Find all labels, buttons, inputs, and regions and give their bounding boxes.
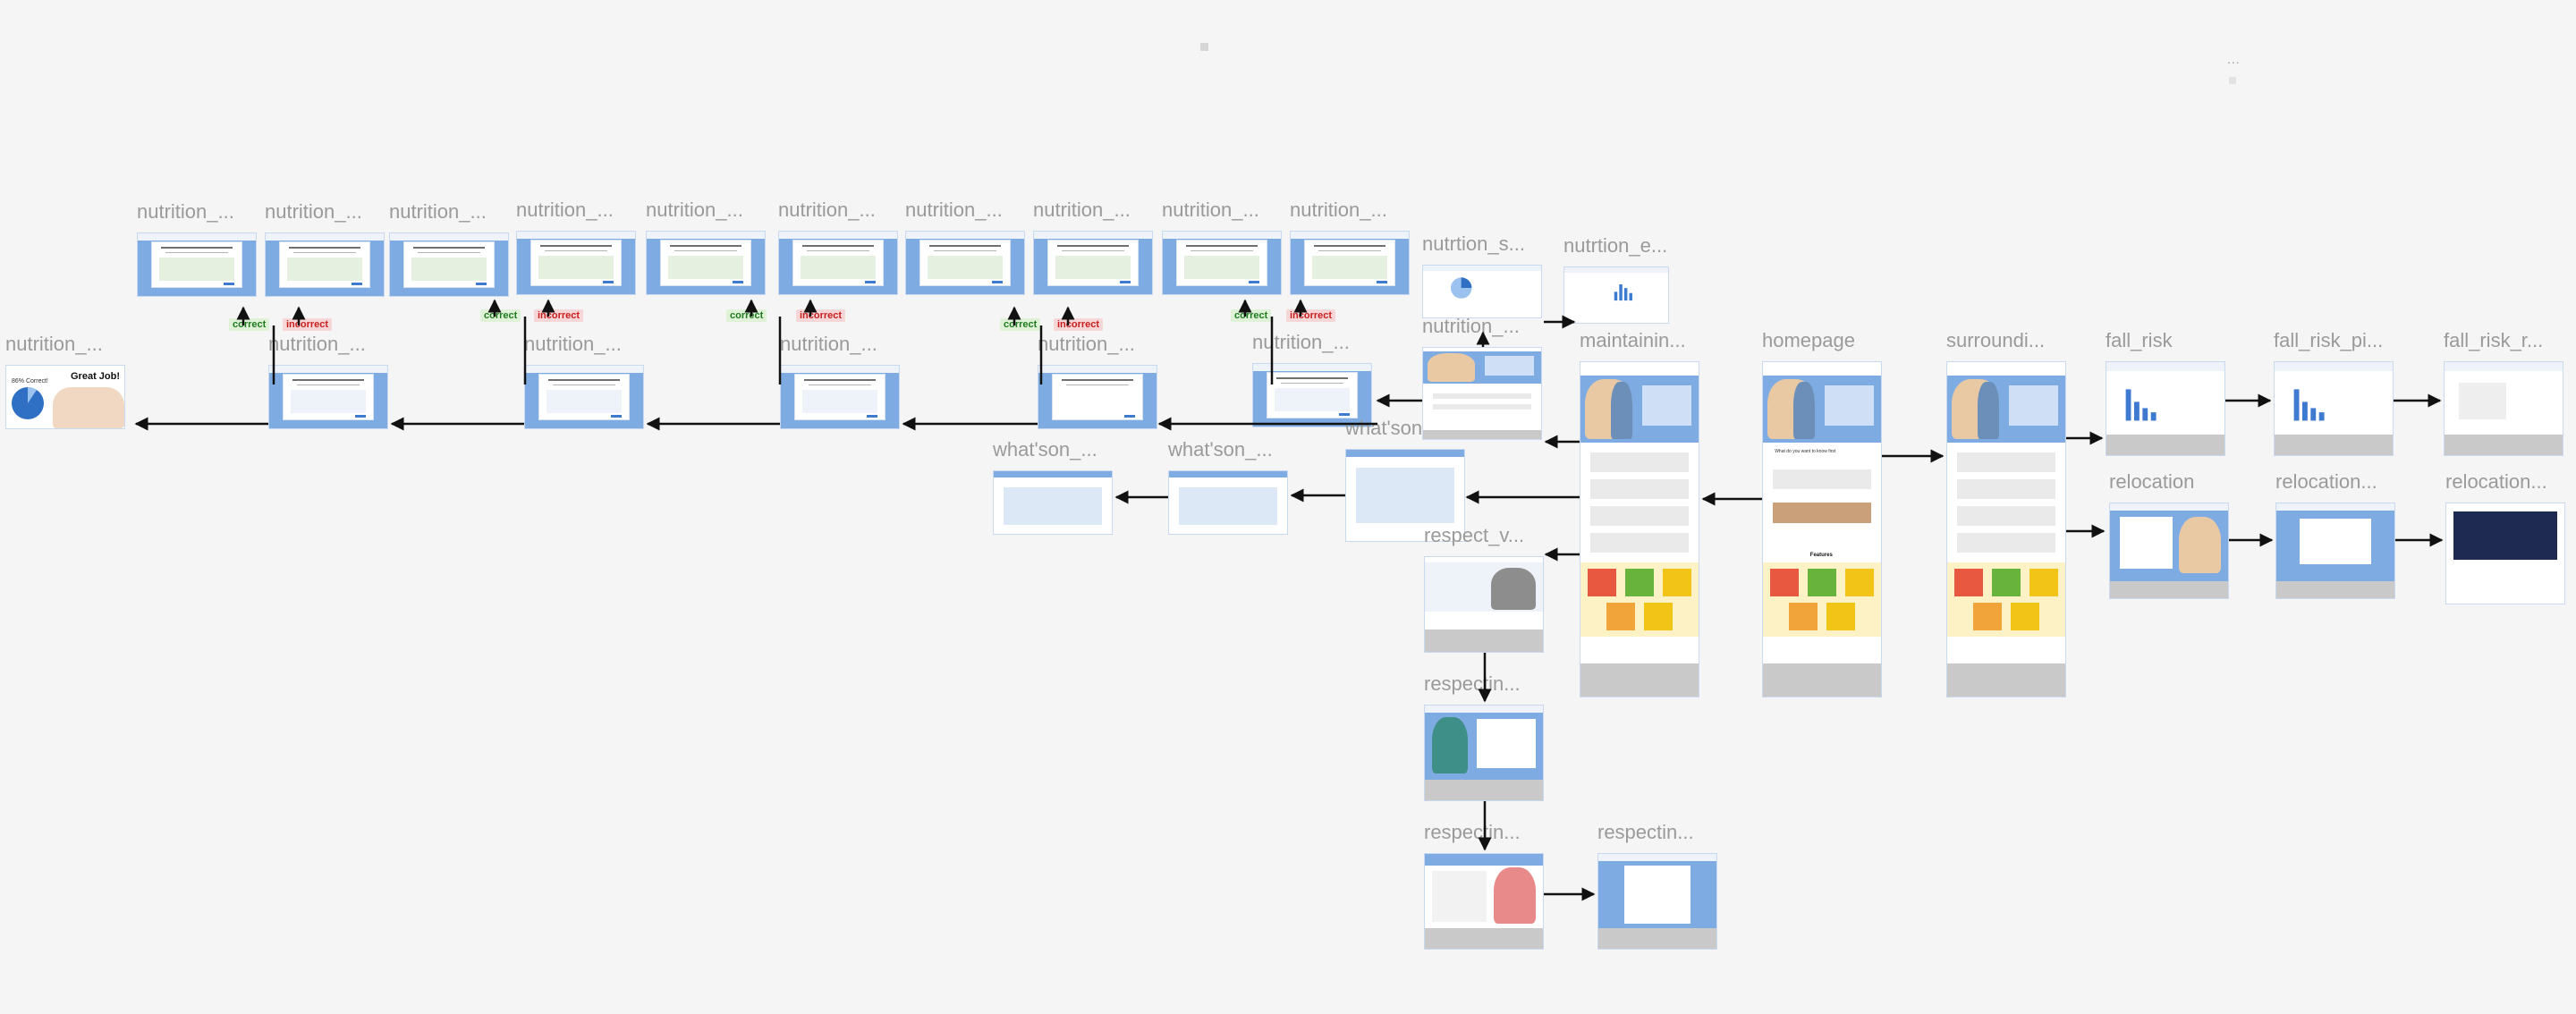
frame-title-fall-risk-r: fall_risk_r... [2444, 329, 2544, 351]
frame-title-nutrition-q-c: nutrition_... [780, 333, 877, 355]
frame-nutrition-quiz-6[interactable] [778, 231, 898, 295]
frame-nutrition-q-e[interactable] [1252, 363, 1372, 427]
frame-relocation-3[interactable] [2445, 503, 2565, 604]
frame-nutrition-quiz-7[interactable] [905, 231, 1025, 295]
frame-nutrition-quiz-10[interactable] [1290, 231, 1410, 295]
frame-title-nutrition-end: nutrition_... [5, 333, 103, 355]
frame-title-nutrition-quiz-3: nutrition_... [389, 200, 487, 223]
frame-nutrition-quiz-5[interactable] [646, 231, 766, 295]
frame-title-nutrition-q-a: nutrition_... [268, 333, 366, 355]
frame-title-homepage: homepage [1762, 329, 1855, 351]
frame-title-nutrition-start: nutrition_... [1422, 315, 1520, 337]
incorrect-tag: incorrect [283, 318, 333, 331]
correct-tag: correct [726, 309, 767, 322]
features-heading: Features [1809, 553, 1833, 559]
frame-respect-v[interactable] [1424, 556, 1544, 653]
frame-title-maintaining: maintainin... [1580, 329, 1686, 351]
frame-title-nutrition-quiz-6: nutrition_... [778, 199, 876, 221]
canvas-marker-2 [2229, 77, 2236, 84]
frame-title-nutrition-quiz-8: nutrition_... [1033, 199, 1131, 221]
frame-title-relocation-3: relocation... [2445, 470, 2547, 493]
correct-tag: correct [1231, 309, 1272, 322]
frame-nutrition-score[interactable] [1422, 265, 1542, 318]
frame-maintaining[interactable] [1580, 361, 1699, 697]
frame-title-nutrition-quiz-2: nutrition_... [265, 200, 362, 223]
frame-title-nutrition-quiz-4: nutrition_... [516, 199, 614, 221]
score-label: 86% Correct! [12, 378, 48, 384]
pie-chart-icon [12, 386, 44, 419]
frame-title-fall-risk-pi: fall_risk_pi... [2274, 329, 2384, 351]
frame-nutrition-start[interactable] [1422, 347, 1542, 440]
frame-nutrition-quiz-3[interactable] [389, 232, 509, 297]
frame-relocation[interactable] [2109, 503, 2229, 599]
frame-title-nutrition-quiz-7: nutrition_... [905, 199, 1003, 221]
frame-title-respect-v: respect_v... [1424, 524, 1525, 546]
incorrect-tag: incorrect [1054, 318, 1104, 331]
more-options-icon[interactable]: ... [2227, 52, 2241, 66]
frame-surroundings[interactable] [1946, 361, 2066, 697]
pie-chart-icon [1451, 276, 1472, 299]
frame-title-nutrition-score: nutrtion_s... [1422, 232, 1525, 255]
frame-nutrition-quiz-8[interactable] [1033, 231, 1153, 295]
frame-title-respecting-1: respectin... [1424, 672, 1521, 695]
frame-title-nutrition-quiz-9: nutrition_... [1162, 199, 1259, 221]
frame-title-nutrition-quiz-5: nutrition_... [646, 199, 743, 221]
frame-title-nutrition-result: nutrtion_e... [1563, 234, 1668, 257]
canvas-marker [1200, 43, 1208, 51]
frame-whats-on-3[interactable] [1345, 449, 1465, 542]
frame-title-nutrition-q-b: nutrition_... [524, 333, 622, 355]
frame-title-respecting-3: respectin... [1597, 821, 1694, 843]
frame-whats-on-2[interactable] [1168, 470, 1288, 535]
frame-respecting-1[interactable] [1424, 705, 1544, 801]
frame-fall-risk-r[interactable] [2444, 361, 2563, 456]
frame-whats-on-1[interactable] [993, 470, 1113, 535]
frame-title-whats-on-2: what'son_... [1168, 438, 1273, 461]
frame-nutrition-q-a[interactable] [268, 365, 388, 429]
bar-chart-icon [2293, 389, 2325, 421]
correct-tag: correct [1000, 318, 1041, 331]
correct-tag: correct [480, 309, 521, 322]
frame-homepage[interactable]: What do you want to know first Features [1762, 361, 1882, 697]
frame-title-relocation-2: relocation... [2275, 470, 2377, 493]
frame-title-nutrition-quiz-1: nutrition_... [137, 200, 234, 223]
frame-title-nutrition-quiz-10: nutrition_... [1290, 199, 1387, 221]
frame-nutrition-quiz-4[interactable] [516, 231, 636, 295]
frame-relocation-2[interactable] [2275, 503, 2395, 599]
map-image [2453, 511, 2558, 560]
homepage-question: What do you want to know first [1775, 449, 1836, 455]
frame-nutrition-q-c[interactable] [780, 365, 900, 429]
frame-title-fall-risk: fall_risk [2106, 329, 2173, 351]
bar-chart-icon [1614, 284, 1632, 301]
great-job-heading: Great Job! [71, 371, 121, 382]
frame-nutrition-quiz-1[interactable] [137, 232, 257, 297]
frame-title-whats-on-1: what'son_... [993, 438, 1097, 461]
frame-title-relocation: relocation [2109, 470, 2195, 493]
frame-fall-risk[interactable] [2106, 361, 2225, 456]
frame-nutrition-quiz-9[interactable] [1162, 231, 1282, 295]
frame-fall-risk-pi[interactable] [2274, 361, 2394, 456]
frame-nutrition-q-b[interactable] [524, 365, 644, 429]
frame-nutrition-end[interactable]: 86% Correct! Great Job! [5, 365, 125, 429]
frame-title-nutrition-q-d: nutrition_... [1038, 333, 1135, 355]
correct-tag: correct [229, 318, 270, 331]
frame-title-surroundings: surroundi... [1946, 329, 2046, 351]
frame-nutrition-q-d[interactable] [1038, 365, 1157, 429]
frame-nutrition-quiz-2[interactable] [265, 232, 385, 297]
frame-respecting-3[interactable] [1597, 853, 1717, 950]
frame-nutrition-result[interactable] [1563, 266, 1669, 324]
frame-respecting-2[interactable] [1424, 853, 1544, 950]
people-illustration [53, 387, 124, 428]
frame-title-nutrition-q-e: nutrition_... [1252, 331, 1350, 353]
frame-title-respecting-2: respectin... [1424, 821, 1521, 843]
bar-chart-icon [2125, 389, 2157, 421]
